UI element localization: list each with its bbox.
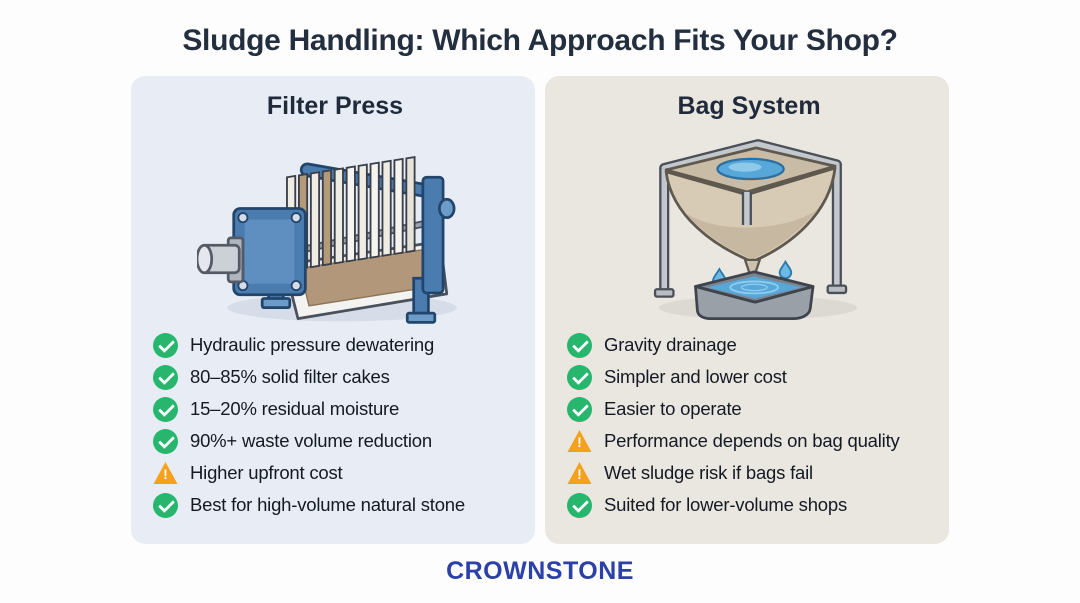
brand-logo-text: CROWNSTONE — [446, 557, 634, 585]
feature-text: Hydraulic pressure dewatering — [190, 334, 435, 355]
feature-text: Best for high-volume natural stone — [190, 494, 465, 515]
feature-text: Suited for lower-volume shops — [604, 494, 848, 515]
check-icon — [153, 364, 178, 390]
feature-text: 80–85% solid filter cakes — [190, 366, 390, 387]
check-icon — [567, 364, 592, 390]
check-icon — [153, 396, 178, 422]
check-icon — [153, 492, 178, 518]
list-item: Performance depends on bag quality — [567, 425, 931, 457]
check-icon — [567, 492, 592, 518]
feature-text: 90%+ waste volume reduction — [190, 430, 432, 451]
list-item: Higher upfront cost — [153, 457, 517, 489]
filter-press-machine-icon — [197, 155, 458, 324]
feature-text: 15–20% residual moisture — [190, 398, 400, 419]
check-icon — [153, 428, 178, 454]
feature-text: Higher upfront cost — [190, 462, 343, 483]
check-icon — [153, 332, 178, 358]
feature-text: Gravity drainage — [604, 334, 737, 355]
list-item: Wet sludge risk if bags fail — [567, 457, 931, 489]
filter-bag-stand-icon — [654, 139, 858, 321]
panel-bag-system: Bag System — [545, 76, 949, 544]
illustration-filter-press — [153, 121, 517, 329]
list-item: Best for high-volume natural stone — [153, 489, 517, 521]
comparison-container: Filter Press — [131, 76, 949, 544]
page-title: Sludge Handling: Which Approach Fits You… — [182, 24, 898, 57]
feature-text: Performance depends on bag quality — [604, 430, 900, 451]
panel-title-bag-system: Bag System — [677, 92, 821, 120]
check-icon — [567, 332, 592, 358]
feature-text: Simpler and lower cost — [604, 366, 787, 387]
feature-text: Wet sludge risk if bags fail — [604, 462, 813, 483]
check-icon — [567, 396, 592, 422]
illustration-bag-system — [567, 121, 931, 329]
warning-icon — [153, 461, 178, 486]
list-item: Easier to operate — [567, 393, 931, 425]
panel-filter-press: Filter Press — [131, 76, 535, 544]
list-item: Simpler and lower cost — [567, 361, 931, 393]
warning-icon — [567, 429, 592, 454]
list-item: Hydraulic pressure dewatering — [153, 329, 517, 361]
feature-list-filter-press: Hydraulic pressure dewatering 80–85% sol… — [153, 329, 517, 521]
feature-text: Easier to operate — [604, 398, 742, 419]
list-item: Gravity drainage — [567, 329, 931, 361]
list-item: 15–20% residual moisture — [153, 393, 517, 425]
list-item: 80–85% solid filter cakes — [153, 361, 517, 393]
warning-icon — [567, 461, 592, 486]
list-item: Suited for lower-volume shops — [567, 489, 931, 521]
list-item: 90%+ waste volume reduction — [153, 425, 517, 457]
panel-title-filter-press: Filter Press — [266, 92, 404, 120]
feature-list-bag-system: Gravity drainage Simpler and lower cost … — [567, 329, 931, 521]
